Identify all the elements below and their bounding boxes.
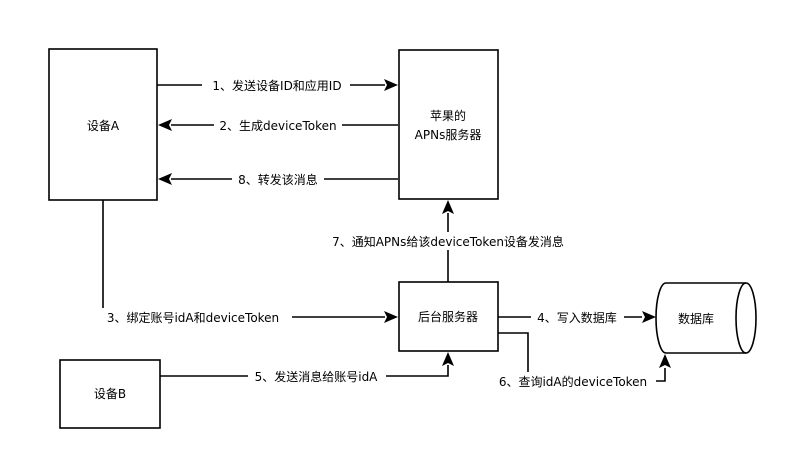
device-b-label: 设备B — [94, 387, 126, 401]
step7-label: 7、通知APNs给该deviceToken设备发消息 — [332, 234, 564, 249]
edges: 1、发送设备ID和应用ID 2、生成deviceToken 8、转发该消息 7、… — [96, 76, 671, 390]
edge-step6: 6、查询idA的deviceToken — [492, 332, 671, 390]
step6-label: 6、查询idA的deviceToken — [499, 374, 647, 389]
edge-step2: 2、生成deviceToken — [158, 116, 398, 134]
edge-step5: 5、发送消息给账号idA — [160, 352, 454, 385]
step1-label: 1、发送设备ID和应用ID — [212, 78, 341, 93]
device-a-label: 设备A — [87, 119, 120, 133]
step8-label: 8、转发该消息 — [238, 172, 318, 187]
apple-apns-label-line1: 苹果的 — [430, 108, 466, 123]
edge-step7: 7、通知APNs给该deviceToken设备发消息 — [318, 200, 576, 282]
step3-label: 3、绑定账号idA和deviceToken — [107, 310, 279, 325]
step4-label: 4、写入数据库 — [537, 310, 617, 325]
apple-apns-label-line2: APNs服务器 — [415, 127, 482, 142]
backend-server-label: 后台服务器 — [418, 309, 478, 324]
step5-label: 5、发送消息给账号idA — [255, 369, 379, 384]
edge-step8: 8、转发该消息 — [158, 170, 398, 188]
database-cylinder — [655, 282, 757, 354]
edge-step3: 3、绑定账号idA和deviceToken — [96, 200, 398, 326]
device-b-box — [59, 359, 161, 429]
apple-apns-server-box — [398, 49, 499, 200]
edge-step4: 4、写入数据库 — [498, 308, 656, 326]
database-label: 数据库 — [678, 311, 714, 326]
step2-label: 2、生成deviceToken — [219, 119, 336, 133]
device-a-box — [48, 48, 158, 201]
edge-step1: 1、发送设备ID和应用ID — [157, 76, 398, 94]
